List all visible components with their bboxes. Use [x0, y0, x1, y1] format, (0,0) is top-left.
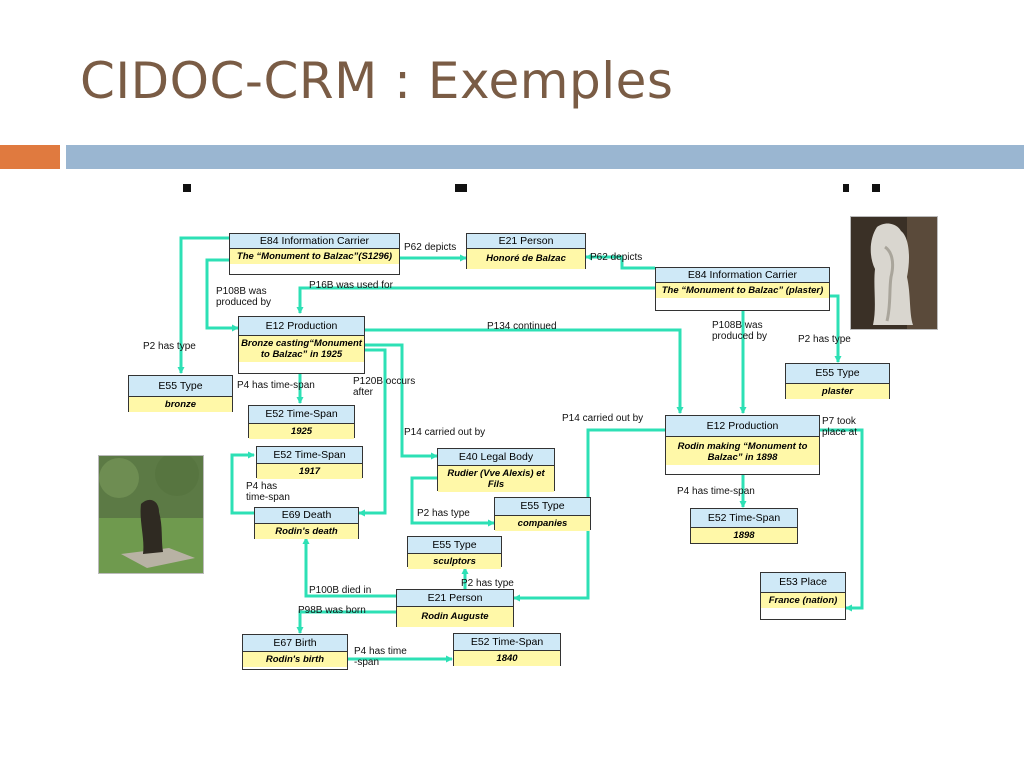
edge-label: P120B occurs after — [353, 376, 416, 398]
node-value: bronze — [129, 397, 232, 412]
node-type: E55 Type — [495, 498, 590, 516]
node-value: plaster — [786, 384, 889, 399]
edge-label: P4 has time-span — [237, 380, 315, 391]
node-type: E52 Time-Span — [454, 634, 560, 651]
node-type: E21 Person — [467, 234, 585, 249]
node-value: 1917 — [257, 464, 362, 479]
node-value: companies — [495, 516, 590, 531]
node-type: E53 Place — [761, 573, 845, 593]
node-type: E69 Death — [255, 508, 358, 524]
node-value: Rodin's death — [255, 524, 358, 539]
node-place-france: E53 Place France (nation) — [760, 572, 846, 620]
node-timespan-1898: E52 Time-Span 1898 — [690, 508, 798, 544]
node-type-companies: E55 Type companies — [494, 497, 591, 531]
node-person-rodin: E21 Person Rodin Auguste — [396, 589, 514, 627]
edge-p16b — [296, 286, 655, 314]
edge-label: P4 has time-span — [677, 486, 755, 497]
edge-label: P62 depicts — [590, 252, 643, 263]
edge-label: P108B was produced by — [216, 286, 272, 308]
node-birth-rodin: E67 Birth Rodin's birth — [242, 634, 348, 670]
node-value: 1840 — [454, 651, 560, 666]
node-value: Rodin Auguste — [397, 607, 513, 627]
node-type: E55 Type — [786, 364, 889, 384]
node-value: The “Monument to Balzac” (plaster) — [656, 283, 829, 298]
edge-label: P16B was used for — [309, 280, 393, 291]
edge-p14-rudier — [365, 343, 438, 460]
node-timespan-1840: E52 Time-Span 1840 — [453, 633, 561, 666]
edge-label: P14 carried out by — [404, 427, 486, 438]
node-type: E40 Legal Body — [438, 449, 554, 466]
edge-label: P62 depicts — [404, 242, 457, 253]
node-type: E55 Type — [408, 537, 501, 554]
edge-p2-companies — [410, 476, 495, 527]
node-value: 1898 — [691, 528, 797, 543]
edge-label: P100B died in — [309, 585, 372, 596]
node-type: E52 Time-Span — [249, 406, 354, 424]
node-value: Rodin's birth — [243, 652, 347, 667]
bronze-statue-garden-photo — [98, 455, 204, 574]
edge-p108b-a — [205, 258, 239, 332]
edge-label: P98B was born — [298, 605, 366, 616]
node-person-balzac: E21 Person Honoré de Balzac — [466, 233, 586, 269]
edge-label: P4 has time-span — [246, 481, 290, 503]
plaster-statue-photo — [850, 216, 938, 330]
node-production-rodin: E12 Production Rodin making “Monument to… — [665, 415, 820, 475]
edge-p120b — [358, 348, 387, 517]
edge-label: P108B was produced by — [712, 320, 768, 342]
node-value: Honoré de Balzac — [467, 249, 585, 269]
edge-label: P134 continued — [487, 321, 557, 332]
node-death-rodin: E69 Death Rodin's death — [254, 507, 359, 539]
edge-label: P2 has type — [461, 578, 514, 589]
slide-title: CIDOC-CRM : Exemples — [80, 52, 674, 110]
node-type: E67 Birth — [243, 635, 347, 652]
edge-p98b — [296, 610, 396, 634]
edge-p2-bronze — [177, 236, 229, 374]
clipped-text-fragment — [183, 184, 191, 192]
edge-label: P2 has type — [417, 508, 470, 519]
node-timespan-1917: E52 Time-Span 1917 — [256, 446, 363, 479]
node-value: Bronze casting“Monument to Balzac” in 19… — [239, 336, 364, 362]
edge-p100b — [302, 537, 396, 598]
node-value: France (nation) — [761, 593, 845, 608]
node-type: E12 Production — [666, 416, 819, 437]
node-type: E52 Time-Span — [691, 509, 797, 528]
node-information-carrier-s1296: E84 Information Carrier The “Monument to… — [229, 233, 400, 275]
node-type: E55 Type — [129, 376, 232, 397]
clipped-text-fragment — [455, 184, 467, 192]
edge-p134 — [365, 328, 684, 414]
accent-bar-orange — [0, 145, 60, 169]
node-legal-body-rudier: E40 Legal Body Rudier (Vve Alexis) et Fi… — [437, 448, 555, 492]
edge-p4-1917 — [230, 451, 255, 515]
edge-p7 — [820, 428, 864, 612]
clipped-text-fragment — [872, 184, 880, 192]
accent-bar-blue — [66, 145, 1024, 169]
edge-label: P7 took place at — [822, 416, 858, 438]
edge-p2-plaster — [830, 294, 842, 363]
node-type: E84 Information Carrier — [656, 268, 829, 283]
node-type: E21 Person — [397, 590, 513, 607]
edge-label: P4 has time -span — [354, 646, 407, 668]
node-value: sculptors — [408, 554, 501, 569]
node-type-plaster: E55 Type plaster — [785, 363, 890, 399]
edge-p62-b — [585, 253, 655, 270]
node-value: Rodin making “Monument to Balzac” in 189… — [666, 437, 819, 465]
node-type-bronze: E55 Type bronze — [128, 375, 233, 412]
node-value: The “Monument to Balzac”(S1296) — [230, 249, 399, 264]
edge-label: P2 has type — [143, 341, 196, 352]
node-production-bronze: E12 Production Bronze casting“Monument t… — [238, 316, 365, 374]
node-type: E52 Time-Span — [257, 447, 362, 464]
edge-label: P2 has type — [798, 334, 851, 345]
node-type: E12 Production — [239, 317, 364, 336]
node-type-sculptors: E55 Type sculptors — [407, 536, 502, 569]
node-type: E84 Information Carrier — [230, 234, 399, 249]
node-value: Rudier (Vve Alexis) et Fils — [438, 466, 554, 492]
clipped-text-fragment — [843, 184, 849, 192]
edge-label: P14 carried out by — [562, 413, 644, 424]
node-value: 1925 — [249, 424, 354, 439]
node-timespan-1925: E52 Time-Span 1925 — [248, 405, 355, 439]
node-information-carrier-plaster: E84 Information Carrier The “Monument to… — [655, 267, 830, 311]
